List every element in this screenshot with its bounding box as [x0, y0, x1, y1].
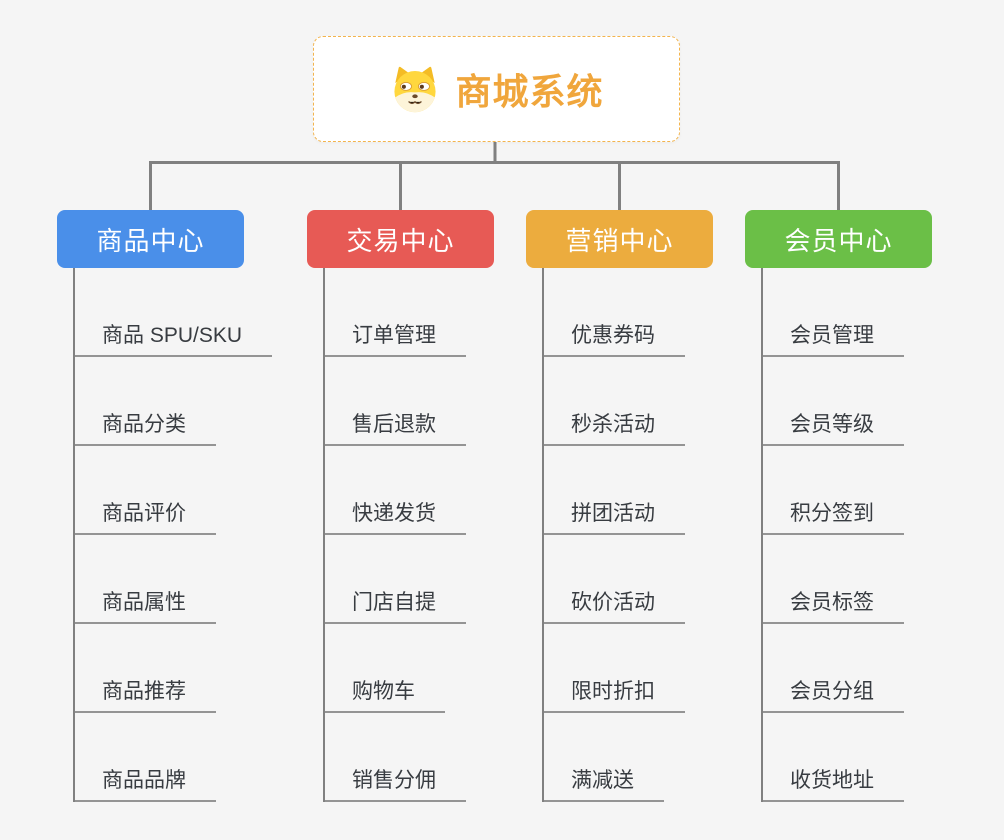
child-node[interactable]: 会员等级	[763, 357, 904, 446]
child-node[interactable]: 商品品牌	[75, 713, 216, 802]
child-node[interactable]: 商品推荐	[75, 624, 216, 713]
child-node[interactable]: 砍价活动	[544, 535, 685, 624]
child-node[interactable]: 优惠券码	[544, 268, 685, 357]
branch-children: 订单管理售后退款快递发货门店自提购物车销售分佣	[323, 268, 527, 802]
child-node[interactable]: 收货地址	[763, 713, 904, 802]
child-node[interactable]: 限时折扣	[544, 624, 685, 713]
child-node[interactable]: 拼团活动	[544, 446, 685, 535]
child-node[interactable]: 售后退款	[325, 357, 466, 446]
dog-icon	[394, 66, 437, 113]
root-title: 商城系统	[455, 71, 604, 112]
branch-member-center: 会员中心 会员管理会员等级积分签到会员标签会员分组收货地址	[745, 210, 965, 802]
branch-children: 会员管理会员等级积分签到会员标签会员分组收货地址	[761, 268, 965, 802]
child-node[interactable]: 商品分类	[75, 357, 216, 446]
branch-node[interactable]: 交易中心	[307, 210, 494, 268]
child-node[interactable]: 商品评价	[75, 446, 216, 535]
branch-marketing-center: 营销中心 优惠券码秒杀活动拼团活动砍价活动限时折扣满减送	[526, 210, 746, 802]
child-node[interactable]: 销售分佣	[325, 713, 466, 802]
branch-trade-center: 交易中心 订单管理售后退款快递发货门店自提购物车销售分佣	[307, 210, 527, 802]
child-node[interactable]: 快递发货	[325, 446, 466, 535]
child-node[interactable]: 订单管理	[325, 268, 466, 357]
root-node[interactable]: 商城系统	[313, 36, 680, 142]
child-node[interactable]: 购物车	[325, 624, 445, 713]
child-node[interactable]: 秒杀活动	[544, 357, 685, 446]
child-node[interactable]: 会员标签	[763, 535, 904, 624]
child-node[interactable]: 商品属性	[75, 535, 216, 624]
branch-node[interactable]: 商品中心	[57, 210, 244, 268]
child-node[interactable]: 会员分组	[763, 624, 904, 713]
branch-node[interactable]: 会员中心	[745, 210, 932, 268]
child-node[interactable]: 积分签到	[763, 446, 904, 535]
branch-node[interactable]: 营销中心	[526, 210, 713, 268]
child-node[interactable]: 门店自提	[325, 535, 466, 624]
branch-children: 优惠券码秒杀活动拼团活动砍价活动限时折扣满减送	[542, 268, 746, 802]
child-node[interactable]: 商品 SPU/SKU	[75, 268, 273, 357]
child-node[interactable]: 满减送	[544, 713, 664, 802]
child-node[interactable]: 会员管理	[763, 268, 904, 357]
